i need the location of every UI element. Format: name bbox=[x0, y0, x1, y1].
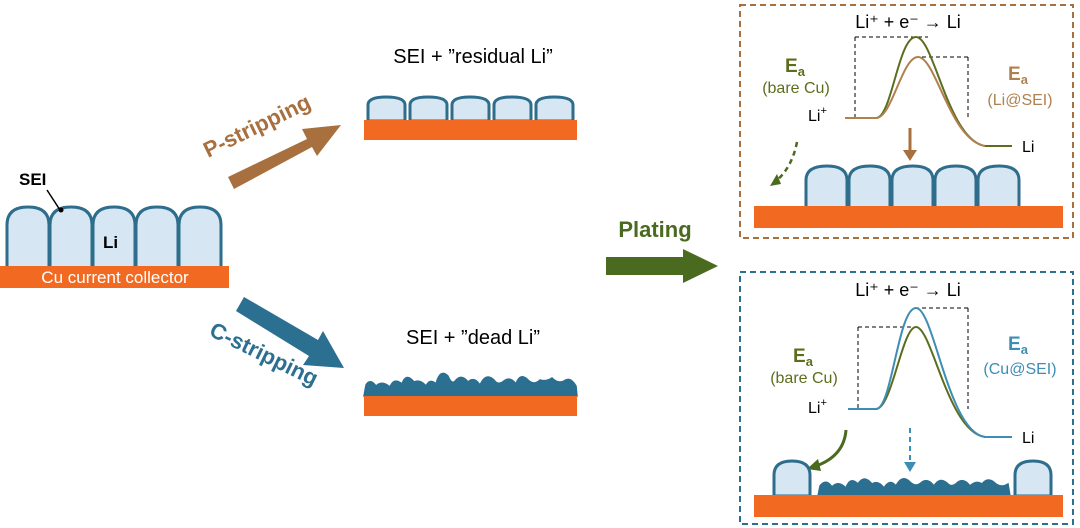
li-label: Li bbox=[103, 233, 118, 252]
dead-cu-substrate bbox=[364, 396, 577, 416]
top-plating-panel: Li⁺ + e⁻ → Li Ea (bare Cu) Ea (Li@SEI) L… bbox=[739, 4, 1074, 239]
bottom-ea-left: Ea bbox=[793, 346, 814, 369]
top-green-dashed-arrow-head bbox=[770, 174, 781, 186]
top-reaction: Li⁺ + e⁻ → Li bbox=[855, 12, 961, 32]
top-ea-right: Ea bbox=[1008, 64, 1029, 87]
sei-pointer-line bbox=[46, 189, 61, 211]
p-stripping-branch: P-stripping bbox=[199, 89, 341, 189]
plating-branch: Plating bbox=[606, 217, 718, 283]
residual-cu-substrate bbox=[364, 120, 577, 140]
dead-li-state: SEI + ”dead Li” bbox=[363, 327, 578, 416]
bottom-dead-li-debris bbox=[817, 478, 1011, 497]
bottom-green-curved-arrow bbox=[815, 429, 848, 468]
collector-label: Cu current collector bbox=[41, 268, 189, 287]
plating-arrow bbox=[606, 249, 718, 283]
sei-pointer-dot bbox=[58, 207, 64, 213]
top-guides bbox=[854, 36, 969, 118]
initial-li-domes bbox=[5, 205, 223, 272]
c-stripping-arrow bbox=[236, 297, 344, 368]
plating-label: Plating bbox=[618, 217, 691, 242]
residual-li-state: SEI + ”residual Li” bbox=[364, 46, 577, 140]
dead-li-label: SEI + ”dead Li” bbox=[406, 327, 540, 349]
sei-label: SEI bbox=[19, 170, 46, 189]
bottom-li-domes bbox=[772, 459, 1053, 498]
top-ea-left: Ea bbox=[785, 56, 806, 79]
bottom-ea-left-note: (bare Cu) bbox=[770, 370, 838, 387]
top-green-dashed-arrow bbox=[774, 141, 799, 183]
bottom-ea-right-note: (Cu@SEI) bbox=[983, 361, 1056, 378]
bottom-curve-bare-cu bbox=[848, 325, 986, 438]
bottom-li-end: Li bbox=[1022, 430, 1034, 447]
bottom-reaction: Li⁺ + e⁻ → Li bbox=[855, 280, 961, 300]
top-down-arrow-head bbox=[903, 150, 917, 161]
residual-li-domes bbox=[366, 95, 575, 123]
bottom-li-plus: Li+ bbox=[808, 397, 827, 417]
top-curve-li-sei bbox=[845, 55, 986, 147]
residual-li-label: SEI + ”residual Li” bbox=[393, 46, 553, 68]
p-stripping-arrow bbox=[228, 125, 341, 189]
initial-electrode: Cu current collector SEI Li bbox=[0, 170, 229, 288]
bottom-guides bbox=[857, 307, 969, 409]
bottom-plating-panel: Li⁺ + e⁻ → Li Ea (bare Cu) Ea (Cu@SEI) L… bbox=[739, 271, 1074, 525]
bottom-green-curved-arrow-head bbox=[807, 459, 821, 471]
bottom-curve-cu-sei bbox=[848, 306, 1012, 438]
top-li-plus: Li+ bbox=[808, 105, 827, 125]
top-ea-right-note: (Li@SEI) bbox=[987, 92, 1052, 109]
top-li-end: Li bbox=[1022, 139, 1034, 156]
top-li-domes bbox=[804, 164, 1021, 210]
bottom-ea-right: Ea bbox=[1008, 334, 1029, 357]
bottom-cu-substrate bbox=[754, 495, 1063, 517]
top-ea-left-note: (bare Cu) bbox=[762, 80, 830, 97]
bottom-panel-border bbox=[739, 271, 1074, 525]
c-stripping-branch: C-stripping bbox=[206, 297, 344, 391]
dead-li-debris bbox=[363, 372, 578, 397]
top-panel-border bbox=[739, 4, 1074, 239]
cu-current-collector bbox=[0, 266, 229, 288]
top-cu-substrate bbox=[754, 206, 1063, 228]
bottom-blue-dashed-arrow-head bbox=[904, 462, 916, 472]
